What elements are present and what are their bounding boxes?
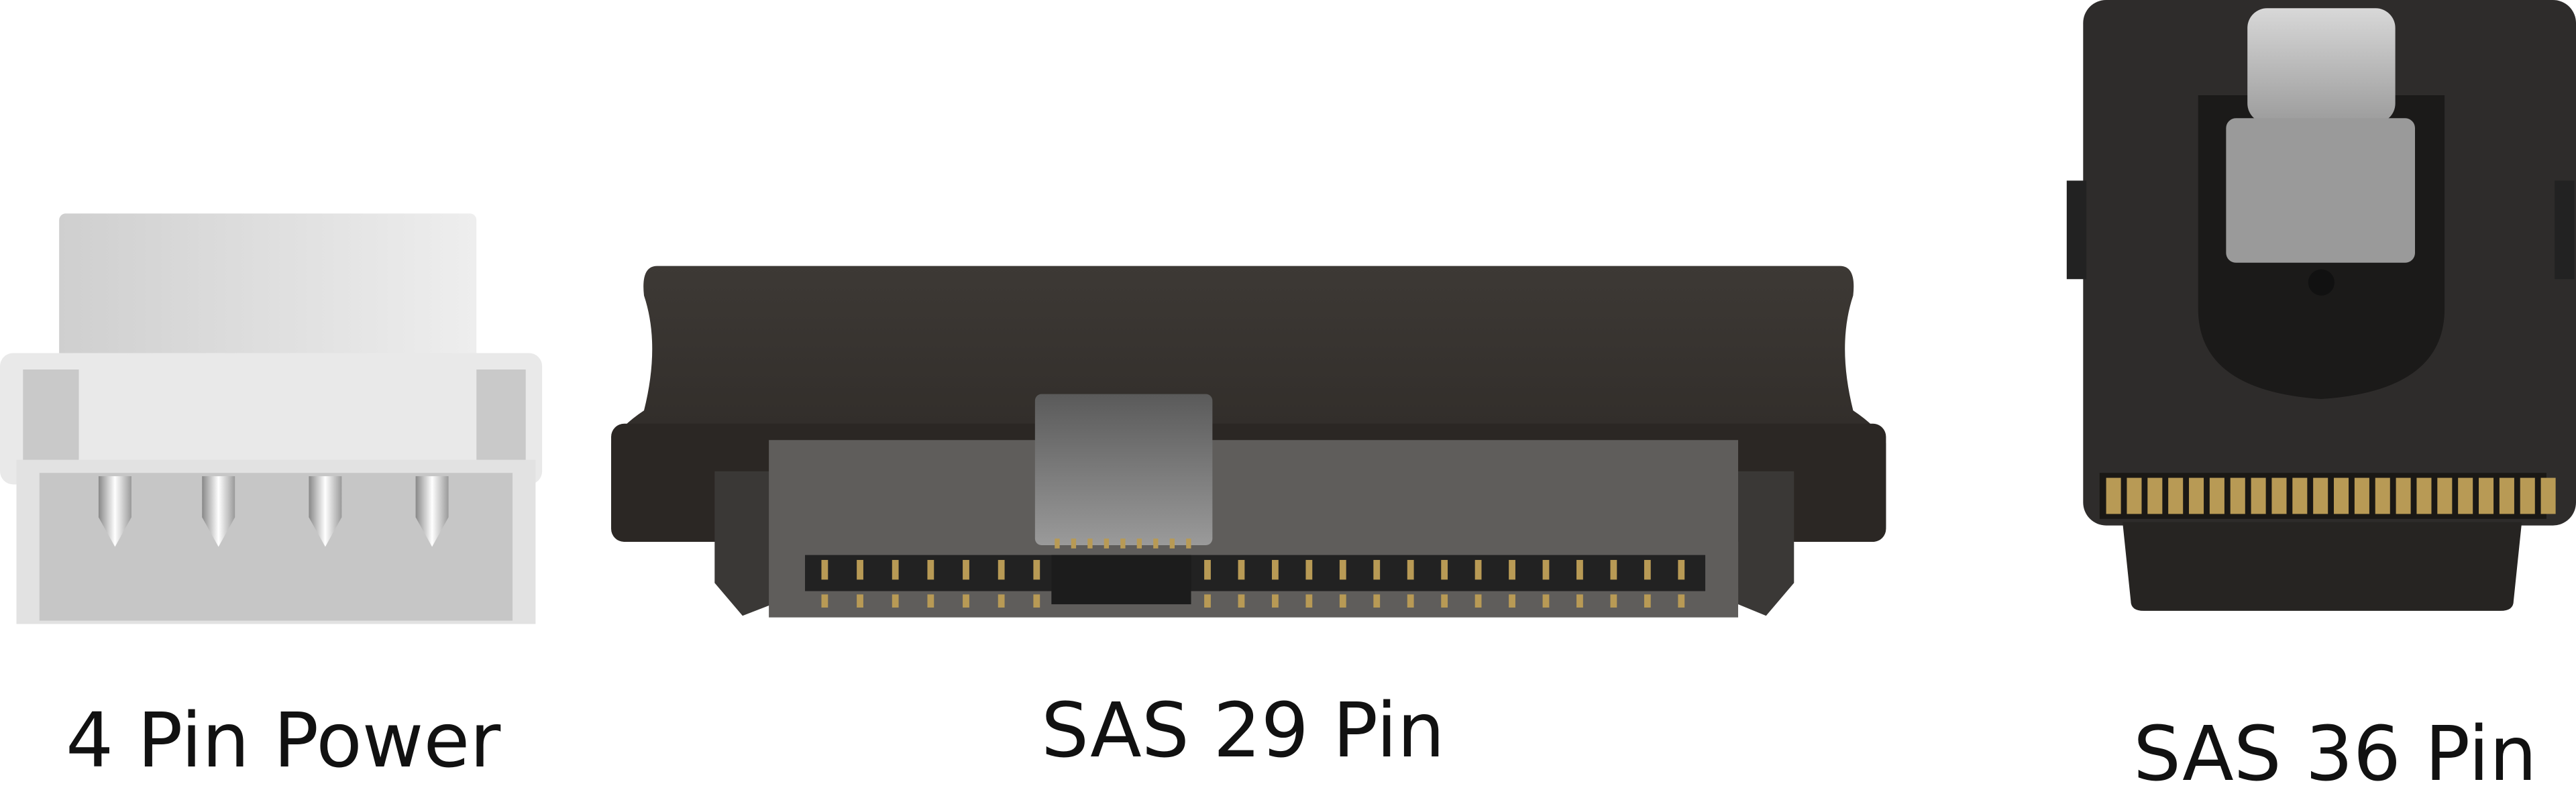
contact [2271, 477, 2287, 514]
label-sas-29-pin: SAS 29 Pin [1041, 687, 1445, 775]
contact [1186, 538, 1191, 549]
contact [1407, 559, 1414, 580]
contact [892, 559, 899, 580]
contact [2189, 477, 2204, 514]
label-4-pin-power: 4 Pin Power [66, 697, 501, 785]
sas-29-pin-connector [611, 266, 1886, 618]
contact [857, 594, 863, 608]
contact [2354, 477, 2369, 514]
contact [998, 559, 1005, 580]
contact [2540, 477, 2556, 514]
contact [2396, 477, 2411, 514]
contact [1087, 538, 1093, 549]
contact [1339, 559, 1346, 580]
contact [927, 559, 934, 580]
contact [2479, 477, 2494, 514]
contact [1644, 594, 1651, 608]
contact [2458, 477, 2473, 514]
sas36-contacts [2106, 477, 2556, 514]
sas-36-pin-connector [2066, 0, 2576, 611]
contact [892, 594, 899, 608]
contact [1441, 559, 1448, 580]
contact [2292, 477, 2308, 514]
contact [1055, 538, 1060, 549]
contact [963, 594, 969, 608]
contact [1120, 538, 1126, 549]
contact [1204, 559, 1211, 580]
contact [1474, 559, 1482, 580]
contact [2334, 477, 2349, 514]
contact [998, 594, 1005, 608]
sas29-contacts [821, 538, 1685, 608]
contact [1610, 594, 1617, 608]
contact [1339, 594, 1346, 608]
power-pins [98, 476, 449, 547]
contact [1104, 538, 1110, 549]
contact [1204, 594, 1211, 608]
contact [2230, 477, 2245, 514]
contact [1373, 594, 1381, 608]
contact [1305, 559, 1313, 580]
contact [1509, 559, 1515, 580]
contact [1678, 594, 1685, 608]
label-sas-36-pin: SAS 36 Pin [2133, 711, 2537, 798]
contact [1644, 559, 1651, 580]
contact [1678, 559, 1685, 580]
contact [1169, 538, 1175, 549]
contact [1610, 559, 1617, 580]
contact [2437, 477, 2453, 514]
contact [1238, 594, 1245, 608]
contact [2147, 477, 2163, 514]
contact [1576, 559, 1583, 580]
contact [821, 559, 828, 580]
contact [1238, 559, 1245, 580]
contact [2499, 477, 2514, 514]
contact [1474, 594, 1482, 608]
4-pin-power-connector [0, 213, 543, 624]
contact [2127, 477, 2142, 514]
contact [1136, 538, 1142, 549]
contact [2520, 477, 2535, 514]
contact [821, 594, 828, 608]
contact [1272, 594, 1279, 608]
contact [1153, 538, 1159, 549]
contact [1373, 559, 1381, 580]
contact [1272, 559, 1279, 580]
contact [2106, 477, 2121, 514]
contact [1509, 594, 1515, 608]
contact [857, 559, 863, 580]
contact [1071, 538, 1077, 549]
contact [927, 594, 934, 608]
contact [2168, 477, 2184, 514]
contact [1305, 594, 1313, 608]
contact [1407, 594, 1414, 608]
contact [2416, 477, 2432, 514]
contact [963, 559, 969, 580]
contact [1542, 594, 1550, 608]
contact [1542, 559, 1550, 580]
contact [1033, 594, 1040, 608]
contact [1033, 559, 1040, 580]
contact [2375, 477, 2390, 514]
contact [1576, 594, 1583, 608]
contact [2313, 477, 2328, 514]
contact [1441, 594, 1448, 608]
contact [2209, 477, 2224, 514]
contact [2251, 477, 2266, 514]
